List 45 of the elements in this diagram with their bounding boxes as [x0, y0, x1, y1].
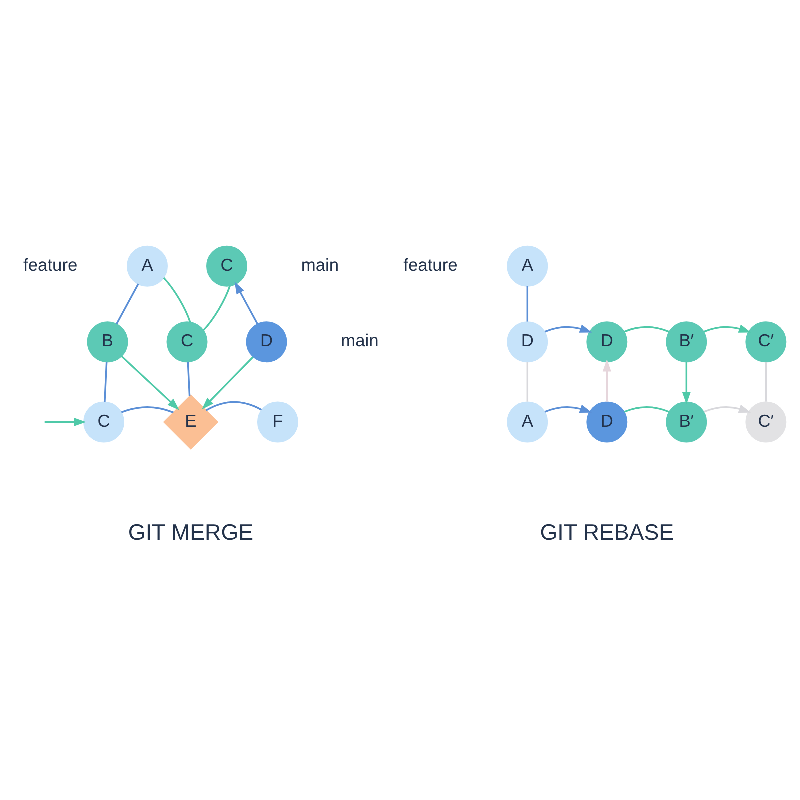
connector: [104, 362, 108, 402]
arrow: [544, 404, 592, 412]
label: GIT REBASE: [540, 520, 674, 545]
node-label: main: [341, 330, 379, 350]
arrow: [682, 362, 691, 404]
node-circle: D: [246, 321, 288, 362]
connector: [121, 406, 174, 414]
node-circle: A: [127, 245, 168, 286]
arrow: [121, 355, 180, 410]
connector: [163, 277, 192, 322]
connector: [116, 283, 140, 324]
connector: [624, 326, 670, 332]
connector: [202, 285, 231, 331]
connector: [206, 400, 262, 411]
connector: [187, 362, 191, 396]
connector: [624, 406, 670, 412]
arrow: [704, 324, 752, 332]
node-circle: B′: [666, 321, 708, 362]
node-circle: A: [507, 245, 548, 286]
node-circle: D: [586, 321, 628, 362]
arrow: [44, 417, 86, 426]
node-label: main: [301, 254, 340, 274]
connector: [526, 362, 529, 402]
node-circle: A: [507, 401, 548, 442]
node-circle: C: [166, 321, 208, 362]
node-circle: D: [507, 321, 548, 362]
node-circle: C: [206, 245, 248, 286]
arrow: [704, 404, 752, 412]
node-circle: C′: [746, 321, 787, 362]
arrow: [544, 324, 592, 332]
label: GIT MERGE: [128, 520, 254, 545]
node-circle: D: [586, 401, 628, 442]
connector: [765, 362, 768, 402]
node-circle: C: [84, 401, 125, 442]
connector: [526, 286, 529, 322]
node-diamond: E: [163, 394, 219, 450]
node-circle: B′: [666, 401, 708, 442]
arrow: [234, 281, 259, 324]
node-circle: B: [87, 321, 128, 362]
arrow: [202, 356, 254, 410]
node-circle: F: [257, 401, 298, 442]
node-circle: C′: [746, 401, 787, 442]
arrow: [602, 359, 612, 402]
node-label: feature: [404, 254, 458, 274]
node-label: feature: [24, 254, 78, 274]
